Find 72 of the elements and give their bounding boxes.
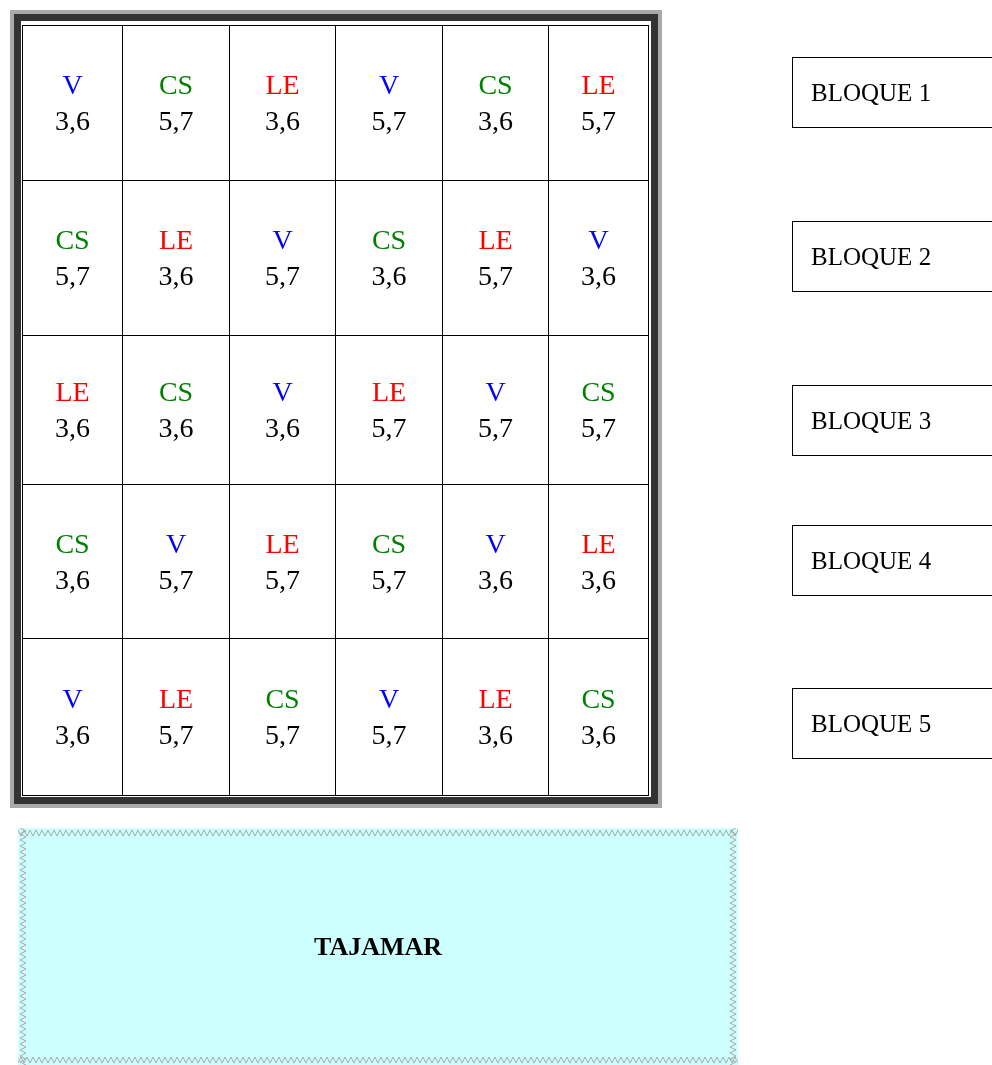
- plot-value: 5,7: [265, 562, 300, 597]
- treatment-code: V: [485, 526, 506, 561]
- treatment-code: CS: [158, 68, 194, 102]
- area-title: TAJAMAR: [313, 931, 443, 962]
- plot-value: 5,7: [478, 411, 513, 445]
- plot-cell: [22, 25, 123, 181]
- plot-value: 3,6: [158, 411, 194, 445]
- plot-value: 3,6: [265, 104, 300, 138]
- plot-value: 3,6: [581, 259, 616, 293]
- treatment-code: LE: [265, 526, 300, 561]
- treatment-code: V: [485, 375, 506, 409]
- treatment-code: CS: [371, 223, 407, 257]
- treatment-code: LE: [478, 682, 513, 716]
- plot-value: 5,7: [158, 562, 194, 597]
- block-label-box: BLOQUE 3: [792, 385, 992, 456]
- plot-value: 3,6: [55, 562, 90, 597]
- treatment-code: CS: [265, 682, 300, 716]
- treatment-code: CS: [478, 68, 513, 102]
- plot-value: 5,7: [55, 259, 90, 293]
- treatment-code: CS: [55, 223, 90, 257]
- plot-value: 5,7: [371, 104, 407, 138]
- plot-value: 3,6: [371, 259, 407, 293]
- treatment-code: CS: [581, 682, 616, 716]
- treatment-code: CS: [581, 375, 616, 409]
- plot-value: 5,7: [371, 562, 407, 597]
- treatment-code: LE: [581, 68, 616, 102]
- plot-value: 5,7: [158, 104, 194, 138]
- plot-value: 3,6: [158, 259, 194, 293]
- plot-cell: [22, 638, 123, 796]
- plot-value: 5,7: [581, 104, 616, 138]
- block-label-box: BLOQUE 4: [792, 525, 992, 596]
- treatment-code: LE: [158, 223, 194, 257]
- plot-value: 5,7: [478, 259, 513, 293]
- plot-value: 5,7: [581, 411, 616, 445]
- plot-value: 3,6: [478, 104, 513, 138]
- treatment-code: CS: [55, 526, 90, 561]
- breakwater-area: [18, 828, 738, 1065]
- plot-value: 5,7: [158, 718, 194, 752]
- field-grid: [10, 10, 662, 808]
- plot-value: 3,6: [478, 718, 513, 752]
- plot-value: 5,7: [371, 411, 407, 445]
- plot-value: 5,7: [371, 718, 407, 752]
- block-label-box: BLOQUE 1: [792, 57, 992, 128]
- treatment-code: LE: [478, 223, 513, 257]
- plot-value: 5,7: [265, 259, 300, 293]
- block-label-box: BLOQUE 5: [792, 688, 992, 759]
- treatment-code: LE: [371, 375, 407, 409]
- treatment-code: V: [165, 526, 187, 561]
- plot-value: 3,6: [55, 718, 90, 752]
- treatment-code: CS: [371, 526, 407, 561]
- plot-value: 3,6: [581, 718, 616, 752]
- treatment-code: V: [62, 68, 83, 102]
- plot-value: 3,6: [55, 411, 90, 445]
- treatment-code: V: [378, 68, 400, 102]
- treatment-code: LE: [55, 375, 90, 409]
- plot-value: 3,6: [478, 562, 513, 597]
- treatment-code: V: [588, 223, 609, 257]
- treatment-code: CS: [158, 375, 194, 409]
- treatment-code: V: [378, 682, 400, 716]
- plot-value: 3,6: [265, 411, 300, 445]
- treatment-code: V: [62, 682, 83, 716]
- plot-value: 3,6: [581, 562, 616, 597]
- treatment-code: LE: [581, 526, 616, 561]
- treatment-code: V: [272, 375, 293, 409]
- block-label-box: BLOQUE 2: [792, 221, 992, 292]
- plot-cell: [548, 638, 649, 796]
- treatment-code: V: [272, 223, 293, 257]
- plot-value: 5,7: [265, 718, 300, 752]
- plot-value: 3,6: [55, 104, 90, 138]
- treatment-code: LE: [265, 68, 300, 102]
- treatment-code: LE: [158, 682, 194, 716]
- plot-cell: [548, 25, 649, 181]
